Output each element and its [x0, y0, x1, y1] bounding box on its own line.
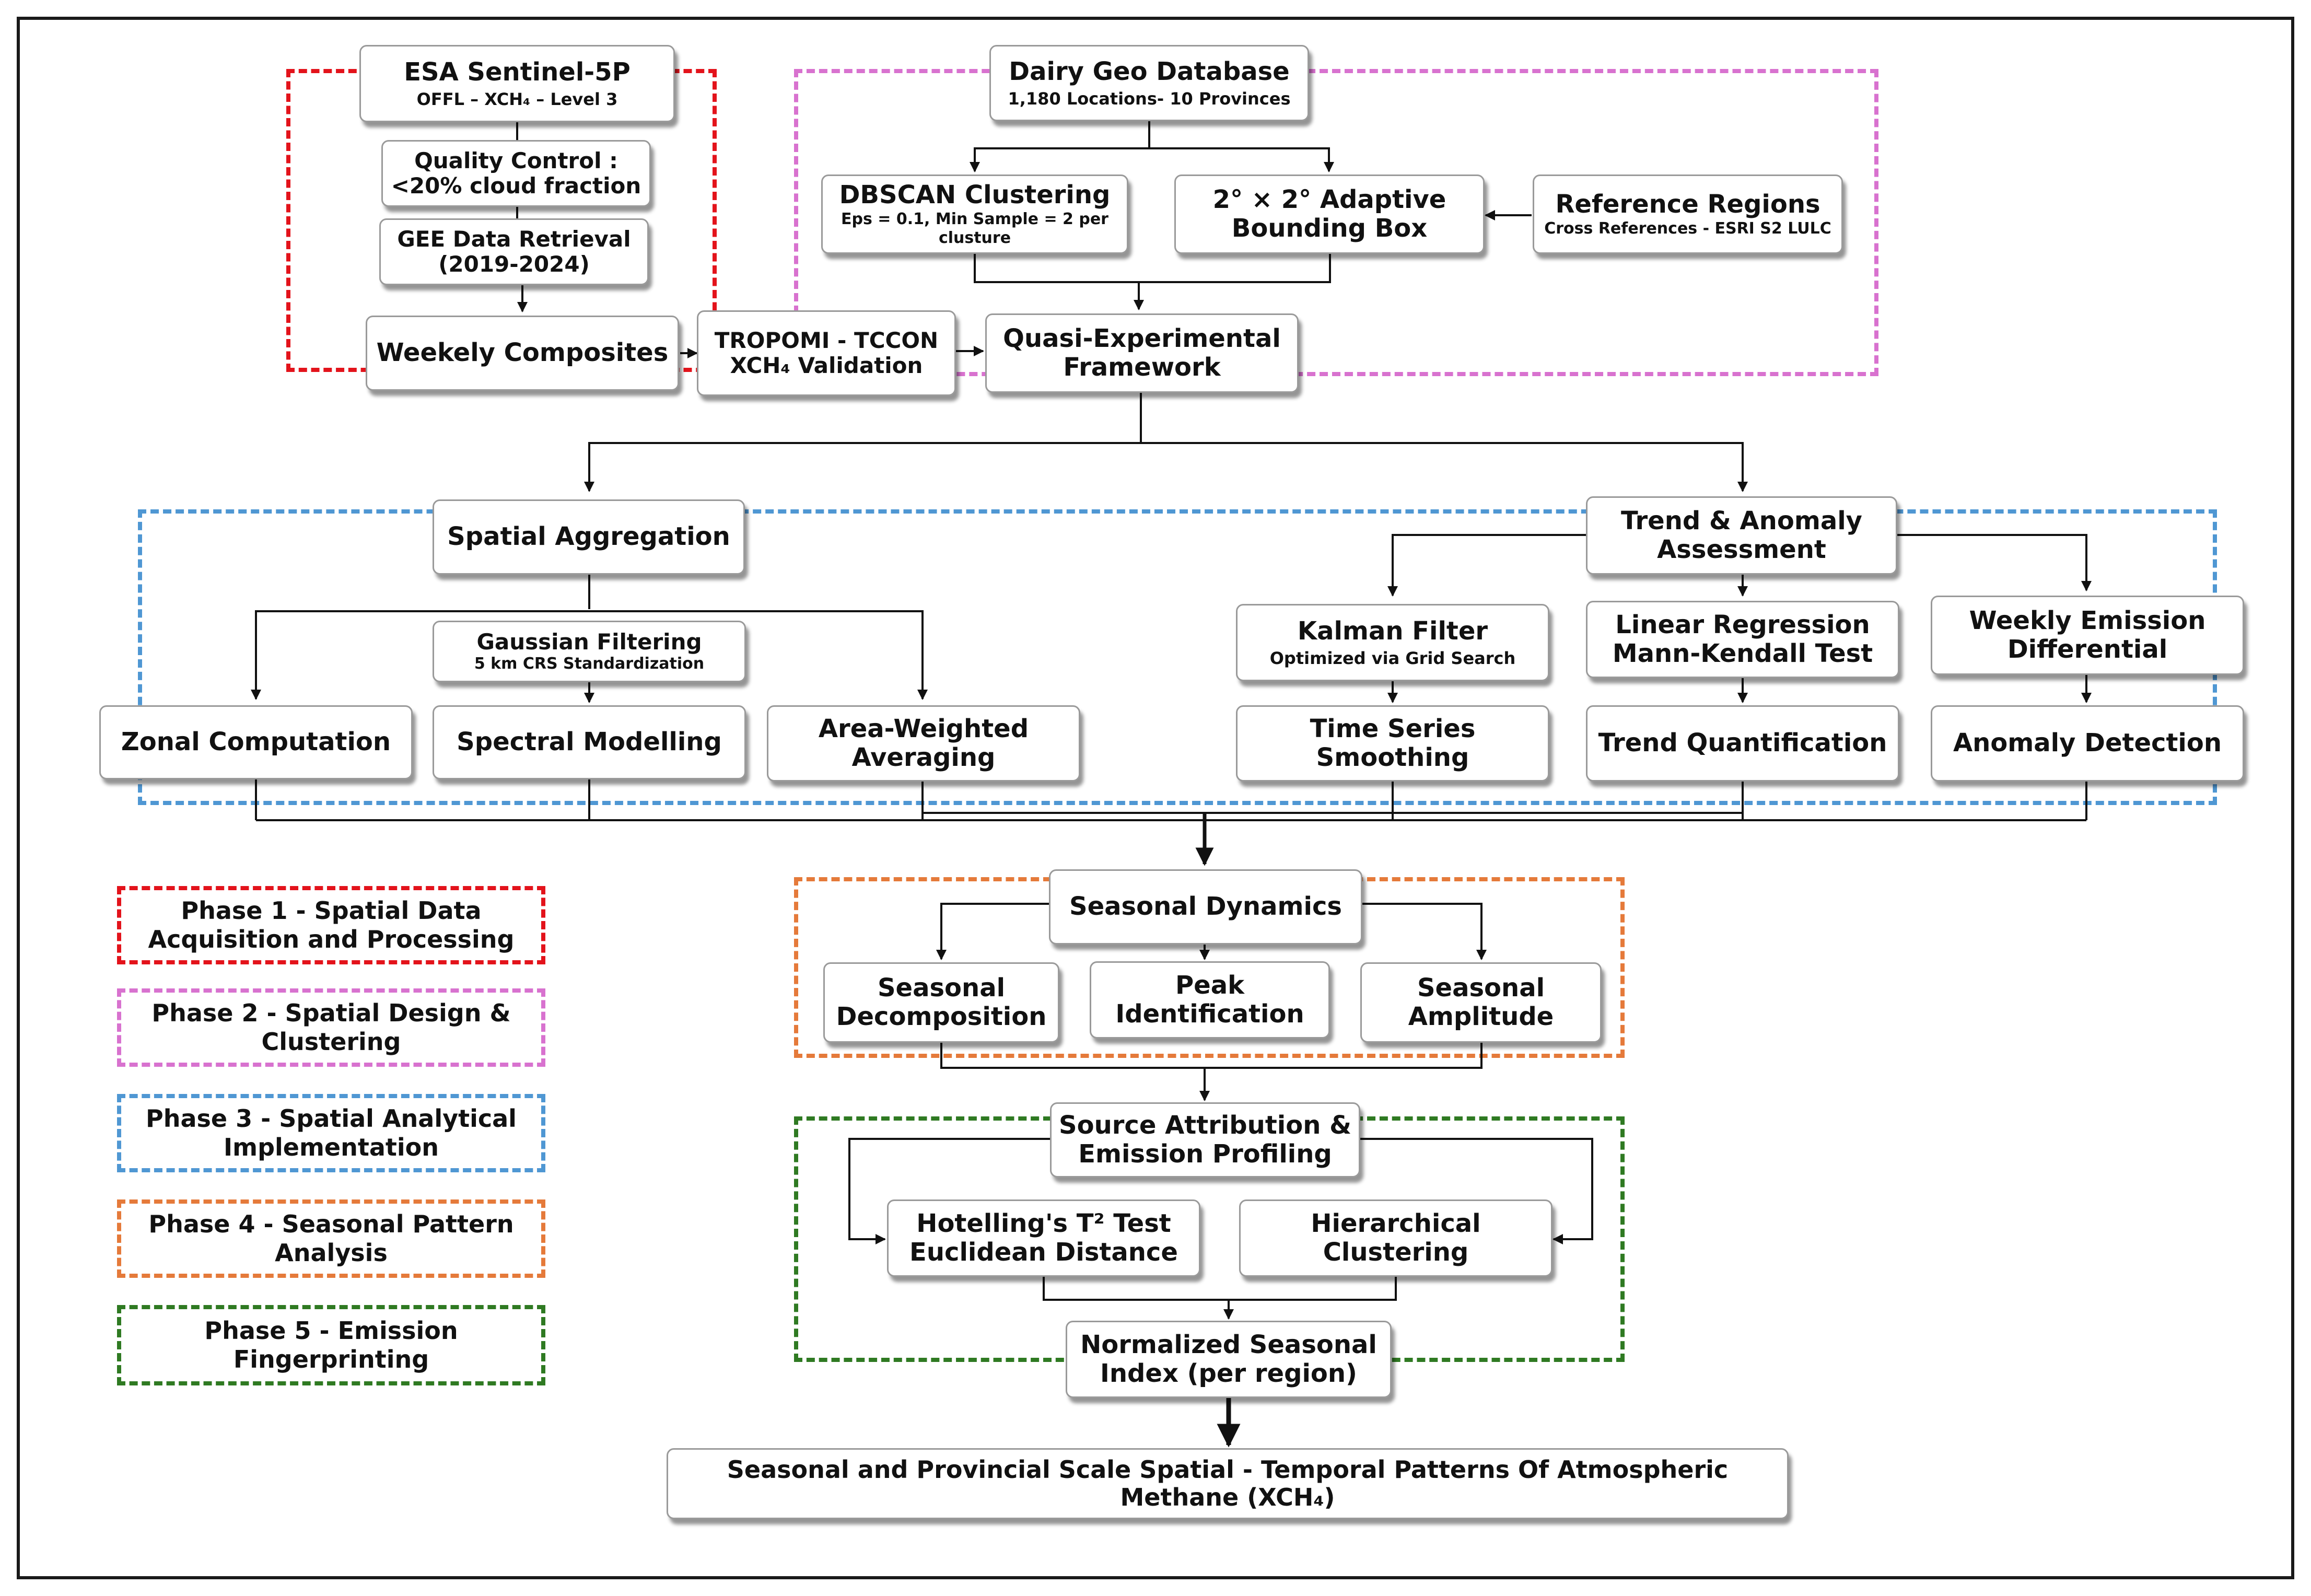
spectral-modelling-text: Spectral Modelling [457, 727, 722, 757]
anomaly-detection-box: Anomaly Detection [1931, 705, 2244, 782]
zonal-computation-text: Zonal Computation [121, 727, 391, 757]
source-attribution-text: Source Attribution & Emission Profiling [1059, 1110, 1351, 1169]
dairy-geo-database-subtitle: 1,180 Locations- 10 Provinces [1008, 89, 1291, 109]
phase2-region [794, 69, 1878, 376]
kalman-filter-subtitle: Optimized via Grid Search [1269, 648, 1516, 669]
linear-regression-box: Linear Regression Mann-Kendall Test [1586, 601, 1899, 678]
legend-phase4: Phase 4 - Seasonal Pattern Analysis [117, 1199, 545, 1278]
seasonal-amplitude-text: Seasonal Amplitude [1408, 973, 1554, 1031]
weekly-emission-differential-text: Weekly Emission Differential [1969, 605, 2206, 664]
gaussian-filtering-subtitle: 5 km CRS Standardization [474, 655, 705, 673]
hierarchical-clustering-box: Hierarchical Clustering [1239, 1199, 1553, 1277]
reference-regions-title: Reference Regions [1555, 190, 1820, 219]
legend-phase5: Phase 5 - Emission Fingerprinting [117, 1305, 545, 1385]
gee-retrieval-box: GEE Data Retrieval (2019-2024) [379, 218, 649, 285]
hotellings-t2-test-box: Hotelling's T² Test Euclidean Distance [887, 1199, 1200, 1277]
weekly-composites-box: Weekely Composites [366, 316, 679, 391]
reference-regions-box: Reference Regions Cross References - ESR… [1533, 174, 1843, 254]
spectral-modelling-box: Spectral Modelling [433, 705, 746, 779]
anomaly-detection-text: Anomaly Detection [1953, 728, 2222, 758]
area-weighted-averaging-box: Area-Weighted Averaging [767, 705, 1080, 782]
adaptive-bounding-box-text: 2° × 2° Adaptive Bounding Box [1212, 184, 1446, 243]
weekly-emission-differential-box: Weekly Emission Differential [1931, 596, 2244, 675]
source-attribution-box: Source Attribution & Emission Profiling [1050, 1102, 1360, 1178]
peak-identification-box: Peak Identification [1090, 961, 1330, 1039]
seasonal-dynamics-box: Seasonal Dynamics [1049, 869, 1362, 945]
spatial-aggregation-text: Spatial Aggregation [447, 522, 730, 552]
normalized-seasonal-index-text: Normalized Seasonal Index (per region) [1080, 1330, 1377, 1388]
spatial-aggregation-box: Spatial Aggregation [433, 499, 745, 575]
dairy-geo-database-title: Dairy Geo Database [1009, 57, 1290, 86]
seasonal-dynamics-text: Seasonal Dynamics [1069, 892, 1342, 922]
time-series-smoothing-text: Time Series Smoothing [1310, 714, 1476, 772]
area-weighted-averaging-text: Area-Weighted Averaging [818, 714, 1029, 772]
legend-phase3: Phase 3 - Spatial Analytical Implementat… [117, 1094, 545, 1172]
gaussian-filtering-title: Gaussian Filtering [476, 628, 702, 655]
weekly-composites-text: Weekely Composites [376, 338, 669, 368]
trend-quantification-box: Trend Quantification [1586, 705, 1899, 782]
quality-control-text: Quality Control : <20% cloud fraction [391, 147, 641, 199]
legend-phase1: Phase 1 - Spatial Data Acquisition and P… [117, 886, 545, 964]
outer-frame [17, 17, 2294, 1579]
seasonal-amplitude-box: Seasonal Amplitude [1360, 962, 1602, 1043]
dbscan-clustering-title: DBSCAN Clustering [839, 180, 1111, 210]
trend-anomaly-assessment-box: Trend & Anomaly Assessment [1586, 496, 1897, 575]
quasi-experimental-framework-text: Quasi-Experimental Framework [1003, 323, 1281, 382]
zonal-computation-box: Zonal Computation [99, 705, 413, 779]
gaussian-filtering-box: Gaussian Filtering 5 km CRS Standardizat… [433, 621, 746, 682]
gee-retrieval-text: GEE Data Retrieval (2019-2024) [397, 226, 631, 277]
trend-anomaly-assessment-text: Trend & Anomaly Assessment [1621, 506, 1862, 564]
seasonal-decomposition-box: Seasonal Decomposition [823, 962, 1059, 1043]
legend-phase2: Phase 2 - Spatial Design & Clustering [117, 988, 545, 1067]
dbscan-clustering-subtitle: Eps = 0.1, Min Sample = 2 per clusture [841, 209, 1108, 247]
kalman-filter-box: Kalman Filter Optimized via Grid Search [1236, 604, 1549, 681]
sentinel-5p-subtitle: OFFL – XCH₄ – Level 3 [416, 89, 618, 110]
hotellings-t2-test-text: Hotelling's T² Test Euclidean Distance [909, 1208, 1178, 1267]
reference-regions-subtitle: Cross References - ESRI S2 LULC [1544, 219, 1831, 238]
normalized-seasonal-index-box: Normalized Seasonal Index (per region) [1066, 1321, 1392, 1398]
dairy-geo-database-box: Dairy Geo Database 1,180 Locations- 10 P… [989, 45, 1309, 121]
adaptive-bounding-box: 2° × 2° Adaptive Bounding Box [1174, 174, 1485, 254]
final-output-box: Seasonal and Provincial Scale Spatial - … [667, 1448, 1789, 1519]
final-output-text: Seasonal and Provincial Scale Spatial - … [727, 1455, 1729, 1511]
sentinel-5p-title: ESA Sentinel-5P [404, 57, 631, 87]
linear-regression-text: Linear Regression Mann-Kendall Test [1612, 610, 1873, 668]
tropomi-tccon-validation-text: TROPOMI - TCCON XCH₄ Validation [714, 327, 939, 378]
kalman-filter-title: Kalman Filter [1297, 616, 1488, 646]
seasonal-decomposition-text: Seasonal Decomposition [836, 973, 1047, 1031]
peak-identification-text: Peak Identification [1115, 970, 1304, 1029]
quasi-experimental-framework-box: Quasi-Experimental Framework [985, 313, 1299, 393]
time-series-smoothing-box: Time Series Smoothing [1236, 705, 1549, 782]
sentinel-5p-box: ESA Sentinel-5P OFFL – XCH₄ – Level 3 [359, 45, 675, 122]
hierarchical-clustering-text: Hierarchical Clustering [1311, 1208, 1481, 1267]
dbscan-clustering-box: DBSCAN Clustering Eps = 0.1, Min Sample … [821, 174, 1128, 254]
quality-control-box: Quality Control : <20% cloud fraction [381, 140, 651, 207]
trend-quantification-text: Trend Quantification [1598, 728, 1887, 758]
tropomi-tccon-validation-box: TROPOMI - TCCON XCH₄ Validation [697, 310, 956, 396]
